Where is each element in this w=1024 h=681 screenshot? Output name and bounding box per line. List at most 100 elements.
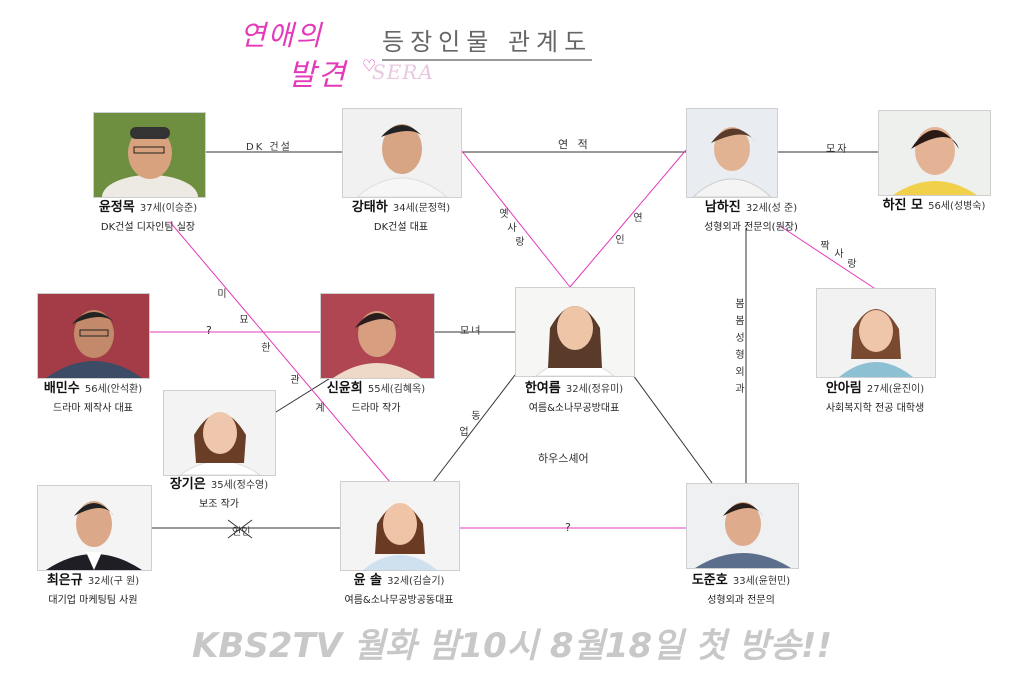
relation-partner-1: 동 [471,411,481,422]
portrait-shin-yunhee [320,293,435,379]
relation-ex-love-1: 옛 [499,209,509,220]
character-jang-gieun: 장기은 35세(정수영) 보조 작가 [154,474,284,511]
portrait-nam-hajin [686,108,778,198]
character-do-junho: 도준호 33세(윤현민) 성형외과 전문의 [671,570,811,607]
relation-bombom-2: 봄 [735,316,745,327]
character-name: 최은규 [46,573,83,588]
relation-subtle-3: 한 [261,343,271,354]
page-title: 등장인물 관계도 [382,22,593,61]
character-name: 남하진 [704,200,741,215]
character-age: 55세(김혜옥) [367,384,426,395]
relation-bombom-3: 성 [735,333,745,344]
character-name: 하진 모 [882,198,923,213]
character-shin-yunhee: 신윤희 55세(김혜옥) 드라마 작가 [306,378,446,415]
line-ex-love [460,149,571,288]
character-name: 한여름 [524,381,561,396]
line-housesharing [632,374,713,484]
character-kang-taeha: 강태하 34세(문정혁) DK건설 대표 [326,197,476,234]
portrait-yoon-sol [340,481,460,571]
relation-dk: DK 건설 [246,142,292,153]
portrait-han-yeoreum [515,287,635,377]
portrait-an-arim [816,288,936,378]
character-age: 56세(성병숙) [928,201,986,212]
character-age: 35세(정수영) [210,480,269,491]
portrait-jang-gieun [163,390,276,476]
relation-question-2: ? [565,521,571,534]
character-role: 드라마 작가 [351,402,401,414]
character-yoon-sol: 윤 솔 32세(김슬기) 여름&소나무공방공동대표 [324,570,474,607]
character-name: 장기은 [169,477,206,492]
character-role: 성형외과 전문의(원장) [704,221,798,233]
line-lovers [569,149,687,288]
portrait-choi-eungyu [37,485,152,571]
cross-mark-2 [227,519,253,539]
relation-crush-1: 짝 [820,241,830,252]
character-name: 도준호 [691,573,728,588]
relation-lovers-2: 인 [615,235,625,246]
character-role: 대기업 마케팅팀 사원 [48,594,138,606]
character-age: 32세(정유미) [565,384,624,395]
relation-ex-love-2: 사 [507,223,517,234]
relation-rival: 연 적 [558,138,591,151]
logo-title-line2: 발견 [288,58,348,93]
character-age: 56세(안석환) [84,384,143,395]
relation-crush-3: 랑 [847,259,857,270]
relation-housesharing: 하우스셰어 [538,452,589,465]
relation-ex-love-3: 랑 [515,237,525,248]
character-role: 사회복지학 전공 대학생 [825,402,925,414]
relation-bombom-1: 봄 [735,299,745,310]
relation-subtle-2: 묘 [239,315,249,326]
character-role: 드라마 제작사 대표 [53,402,133,414]
logo-title-line1: 연애의 [240,19,324,52]
character-role: DK건설 대표 [373,221,429,233]
relation-subtle-4: 관 [290,375,300,386]
character-name: 윤 솔 [353,573,383,588]
relation-ex-couple: 연인 [232,527,251,538]
heart-icon: ♡ [362,56,377,75]
line-subtle [169,221,391,483]
relation-mother-daughter: 모녀 [460,326,483,337]
logo-sera: SERA [372,60,434,84]
relation-lovers-1: 연 [633,213,643,224]
character-age: 32세(성 준) [745,203,798,214]
character-name: 신윤희 [326,381,363,396]
relation-bombom-5: 외 [735,367,745,378]
relation-partner-2: 업 [459,427,469,438]
character-name: 안아림 [825,381,862,396]
character-age: 27세(윤진이) [866,384,925,395]
relation-bombom: 봄 봄 성 형 외 과 [734,296,746,398]
relation-bombom-6: 과 [735,384,745,395]
character-role: 보조 작가 [199,498,239,510]
relation-mother-son: 모자 [826,144,849,155]
portrait-bae-minsu [37,293,150,379]
character-yoon-jeongmok: 윤정목 37세(이승준) DK건설 디자인팀 실장 [78,197,218,234]
character-name: 배민수 [43,381,80,396]
character-age: 32세(김슬기) [387,576,445,587]
line-partnership [432,374,516,483]
portrait-hajin-mo [878,110,991,196]
character-name: 강태하 [351,200,388,215]
relation-crush-2: 사 [834,249,844,260]
character-role: 성형외과 전문의 [707,594,775,606]
relation-subtle-5: 계 [315,403,325,414]
character-hajin-mo: 하진 모 56세(성병숙) [872,195,996,214]
character-role: 여름&소나무공방대표 [528,402,620,414]
character-age: 32세(구 원) [87,576,140,587]
portrait-do-junho [686,483,799,569]
character-nam-hajin: 남하진 32세(성 준) 성형외과 전문의(원장) [676,197,826,234]
character-han-yeoreum: 한여름 32세(정유미) 여름&소나무공방대표 [499,378,649,415]
character-age: 34세(문정혁) [392,203,451,214]
character-name: 윤정목 [98,200,135,215]
character-choi-eungyu: 최은규 32세(구 원) 대기업 마케팅팀 사원 [28,570,158,607]
character-role: 여름&소나무공방공동대표 [344,594,454,606]
character-role: DK건설 디자인팀 실장 [100,221,196,233]
line-crush [779,225,881,293]
relation-bombom-4: 형 [735,350,745,361]
character-an-arim: 안아림 27세(윤진이) 사회복지학 전공 대학생 [795,378,955,415]
character-age: 33세(윤현민) [732,576,791,587]
portrait-yoon-jeongmok [93,112,206,198]
relation-question-1: ? [206,324,212,337]
broadcast-banner: KBS2TV 월화 밤10시 8월18일 첫 방송!! [192,626,832,666]
character-bae-minsu: 배민수 56세(안석환) 드라마 제작사 대표 [28,378,158,415]
